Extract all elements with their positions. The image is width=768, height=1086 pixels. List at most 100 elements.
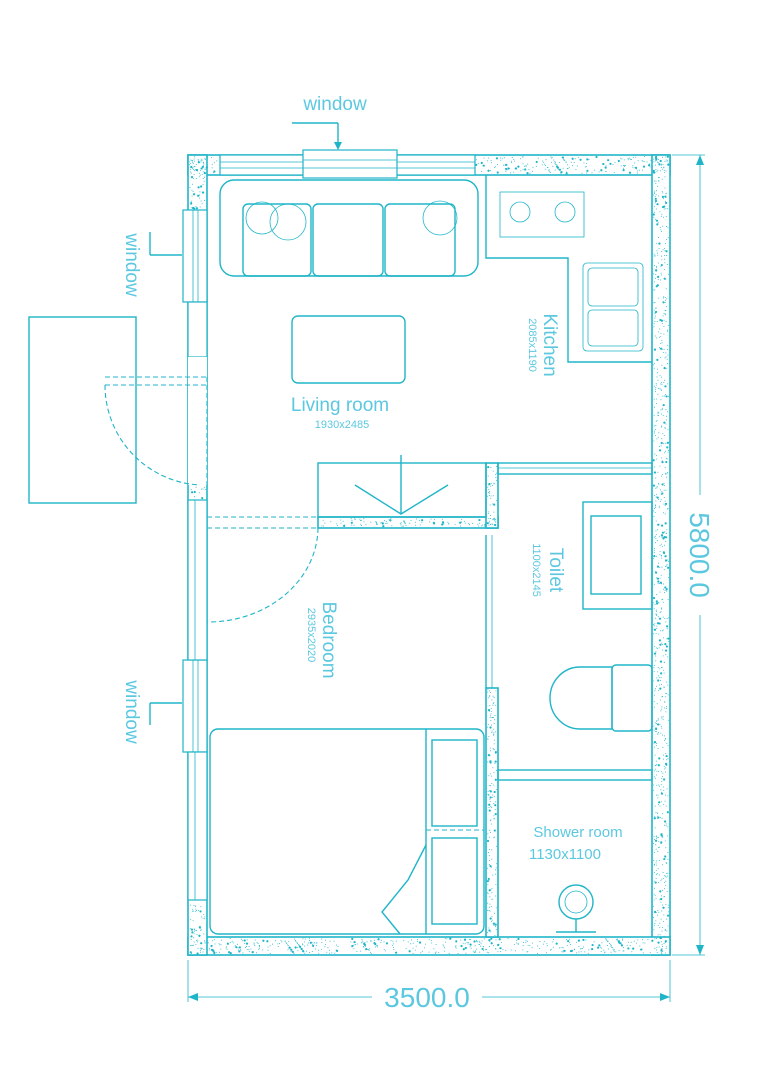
wall-speckle <box>308 942 310 944</box>
wall-speckle <box>662 395 664 397</box>
wall-speckle <box>579 158 582 161</box>
wall-speckle <box>267 946 269 948</box>
wall-speckle <box>410 943 412 945</box>
wall-speckle <box>311 951 313 953</box>
wall-speckle <box>488 794 490 796</box>
wall-speckle <box>628 171 632 174</box>
wall-speckle <box>655 760 657 762</box>
wall-speckle <box>375 946 377 948</box>
wall-speckle <box>658 498 660 500</box>
wall-speckle <box>658 801 661 804</box>
wall-speckle <box>334 952 336 954</box>
wall-speckle <box>661 205 665 209</box>
wall-speckle <box>197 194 200 197</box>
wall-speckle <box>487 794 489 796</box>
wall-speckle <box>447 521 449 523</box>
wall-speckle <box>655 242 657 244</box>
wall-speckle <box>412 952 414 954</box>
wall-speckle <box>663 686 665 688</box>
wall-speckle <box>353 941 356 944</box>
wall-speckle <box>661 546 663 548</box>
wall-speckle <box>489 917 492 920</box>
wall-speckle <box>237 949 239 951</box>
wall-speckle <box>208 942 210 944</box>
wall-speckle <box>659 805 661 807</box>
wall-speckle <box>654 895 656 897</box>
wall-speckle <box>655 477 657 479</box>
wall-speckle <box>196 934 198 936</box>
wall-speckle <box>662 537 665 540</box>
wall-speckle <box>659 934 661 936</box>
wall-speckle <box>499 157 501 159</box>
wall-speckle <box>665 847 667 849</box>
wall-speckle <box>206 942 208 944</box>
wall-speckle <box>342 520 344 522</box>
wall-speckle <box>489 523 491 525</box>
wall-speckle <box>421 950 423 952</box>
wall-speckle <box>663 778 666 781</box>
wall-speckle <box>667 904 669 906</box>
wall-speckle <box>246 949 248 951</box>
wall-speckle <box>662 719 664 721</box>
wall-speckle <box>544 163 546 165</box>
wall-speckle <box>661 531 665 534</box>
wall-speckle <box>576 165 578 167</box>
wall-speckle <box>593 169 595 171</box>
wall-speckle <box>653 671 655 673</box>
wall-speckle <box>665 395 668 398</box>
wall-speckle <box>351 937 354 941</box>
wall-speckle <box>623 164 625 166</box>
wall-speckle <box>659 545 661 547</box>
wall-speckle <box>661 167 663 169</box>
wall-speckle <box>198 909 200 911</box>
wall-speckle <box>487 157 489 159</box>
wall-speckle <box>444 941 446 943</box>
wall-speckle <box>514 950 516 952</box>
entrance-door <box>28 316 208 504</box>
wall-speckle <box>192 908 194 910</box>
wall-speckle <box>655 745 657 747</box>
wall-speckle <box>652 596 656 600</box>
wall-speckle <box>653 838 655 840</box>
wall-speckle <box>581 948 583 950</box>
wall-speckle <box>661 952 663 954</box>
wall-speckle <box>211 163 213 165</box>
wall-speckle <box>656 565 660 568</box>
wall-speckle <box>489 798 491 800</box>
wall-speckle <box>663 348 665 350</box>
wall-speckle <box>324 946 326 948</box>
wall-speckle <box>667 852 669 854</box>
wall-speckle <box>489 945 491 947</box>
wall-speckle <box>388 519 390 521</box>
wall-speckle <box>490 720 492 722</box>
wall-speckle <box>296 942 298 944</box>
wall-speckle <box>655 897 657 899</box>
wall-speckle <box>554 169 556 171</box>
wall-speckle <box>667 451 669 453</box>
wall-speckle <box>661 407 663 409</box>
wall-speckle <box>664 472 666 474</box>
wall-speckle <box>656 337 658 339</box>
wall-speckle <box>363 943 367 947</box>
wall-speckle <box>361 938 363 940</box>
wall-speckle <box>665 875 667 877</box>
wall-speckle <box>424 947 426 949</box>
wall-speckle <box>657 169 659 171</box>
wall-speckle <box>654 507 656 509</box>
wall-speckle <box>424 943 426 945</box>
wall-speckle <box>392 940 394 942</box>
wall-speckle <box>610 951 612 953</box>
wall-speckle <box>665 201 667 203</box>
wall-speckle <box>360 523 362 525</box>
wall-speckle <box>662 649 664 651</box>
wall-speckle <box>660 677 662 679</box>
wall-speckle <box>656 677 658 679</box>
wall-speckle <box>664 268 666 270</box>
wall-speckle <box>304 941 306 943</box>
wall-speckle <box>275 940 277 942</box>
wall-speckle <box>598 171 600 173</box>
wall-speckle <box>287 949 289 951</box>
wall-speckle <box>664 427 666 429</box>
wall-speckle <box>663 824 665 826</box>
wall-speckle <box>591 943 594 947</box>
